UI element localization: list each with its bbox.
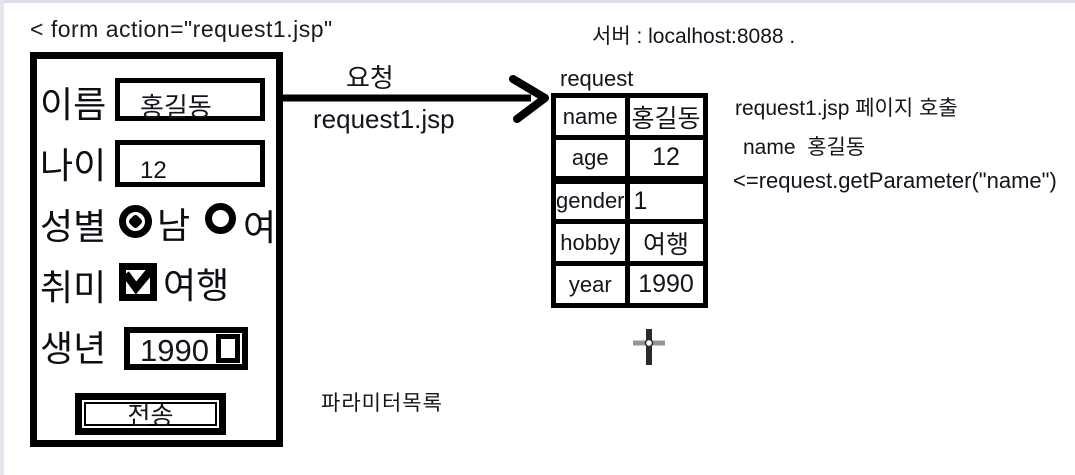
param-value: 1 — [624, 175, 708, 224]
gender-female-radio-unchecked[interactable] — [205, 203, 236, 234]
param-value: 홍길동 — [624, 93, 708, 140]
age-input[interactable]: 12 — [115, 140, 265, 187]
note-name-value: name 홍길동 — [743, 136, 866, 159]
hobby-field-label: 취미 — [40, 267, 107, 308]
param-key: gender — [551, 175, 630, 224]
request-arrow-icon — [283, 75, 549, 123]
submit-button-label: 전송 — [84, 402, 217, 430]
param-value: 여행 — [624, 219, 708, 266]
form-action-code: < form action="request1.jsp" — [30, 16, 333, 42]
param-value: 12 — [624, 135, 708, 182]
param-key: age — [551, 135, 630, 182]
window-edge-top — [0, 0, 1075, 3]
server-note: 서버 : localhost:8088 . — [592, 25, 796, 48]
year-input[interactable]: 1990 — [124, 327, 248, 370]
gender-male-radio-checked[interactable] — [119, 205, 152, 238]
note-page-call: request1.jsp 페이지 호출 — [735, 97, 958, 120]
age-field-label: 나이 — [40, 145, 107, 186]
note-get-parameter: <=request.getParameter("name") — [733, 168, 1057, 193]
submit-button[interactable]: 전송 — [75, 393, 226, 435]
table-row: hobby 여행 — [551, 219, 708, 266]
year-spinner-box[interactable] — [216, 334, 240, 363]
table-row: age 12 — [551, 135, 708, 182]
name-field-label: 이름 — [40, 84, 107, 125]
year-field-label: 생년 — [40, 328, 107, 369]
arrow-label-request: 요청 — [346, 63, 394, 93]
window-edge-left — [0, 0, 4, 475]
parameter-list-caption: 파라미터목록 — [321, 392, 443, 415]
arrow-label-request1-jsp: request1.jsp — [313, 104, 455, 134]
request-parameter-table: name 홍길동 age 12 gender 1 hobby 여행 year 1… — [551, 93, 708, 308]
gender-female-label: 여 — [243, 207, 277, 248]
gender-male-label: 남 — [157, 205, 191, 246]
param-key: year — [551, 261, 630, 308]
table-row: gender 1 — [551, 175, 708, 224]
param-value: 1990 — [624, 261, 708, 308]
table-row: year 1990 — [551, 261, 708, 308]
form-box: 이름 홍길동 나이 12 성별 남 여 취미 여행 생년 1990 전송 — [30, 52, 283, 447]
year-input-value: 1990 — [140, 333, 209, 368]
hobby-value-label: 여행 — [163, 265, 230, 306]
request-table-title: request — [560, 66, 634, 91]
param-key: name — [551, 93, 630, 140]
hobby-checkbox-checked-icon[interactable] — [119, 263, 157, 301]
radio-dot-icon — [127, 213, 144, 230]
param-key: hobby — [551, 219, 630, 266]
table-row: name 홍길동 — [551, 93, 708, 140]
name-input[interactable]: 홍길동 — [115, 78, 265, 122]
crosshair-cursor-icon — [633, 329, 665, 365]
gender-field-label: 성별 — [40, 206, 107, 247]
